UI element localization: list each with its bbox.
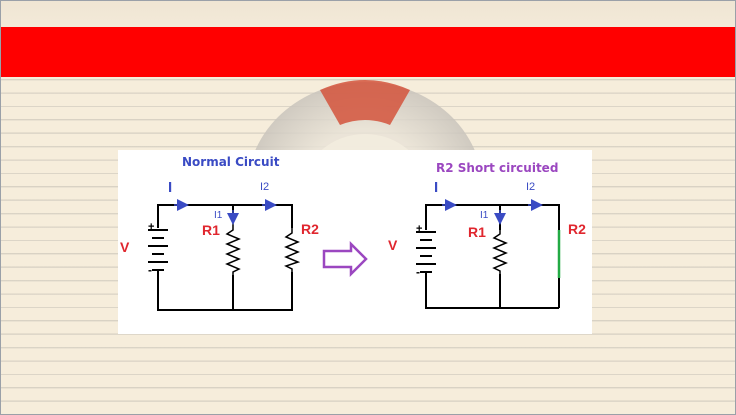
battery-minus: - — [416, 265, 420, 279]
short-circuit-title: R2 Short circuited — [436, 161, 558, 175]
r2-label: R2 — [568, 221, 586, 237]
battery — [416, 231, 436, 280]
current-i-label: I — [434, 179, 438, 196]
battery-plus: + — [148, 221, 154, 233]
circuit-diagram: Normal Circuit + - V — [120, 155, 586, 311]
current-i-label: I — [168, 179, 172, 196]
r1-label: R1 — [468, 224, 486, 240]
top-wire — [425, 204, 560, 308]
r1-resistor — [492, 230, 508, 274]
bottom-wire — [425, 280, 559, 309]
battery-minus: - — [148, 263, 152, 277]
current-i2-label: I2 — [526, 181, 535, 193]
battery-plus: + — [416, 223, 422, 235]
r1-resistor — [225, 223, 241, 275]
current-i1-label: I1 — [480, 210, 489, 221]
current-i2-label: I2 — [260, 181, 269, 193]
battery — [148, 229, 168, 278]
short-circuit: R2 Short circuited + - V — [388, 161, 586, 309]
bottom-wire — [157, 272, 293, 311]
top-wire — [157, 204, 293, 228]
r2-resistor — [284, 228, 301, 272]
voltage-label: V — [388, 237, 398, 253]
circuit-panel: Normal Circuit + - V — [118, 150, 592, 334]
red-banner — [0, 27, 736, 77]
right-arrow-icon — [322, 240, 368, 278]
normal-circuit: Normal Circuit + - V — [120, 155, 319, 311]
current-i1-label: I1 — [214, 210, 223, 221]
r1-label: R1 — [202, 222, 220, 238]
normal-circuit-title: Normal Circuit — [182, 155, 280, 169]
top-strip — [0, 0, 736, 27]
voltage-label: V — [120, 239, 130, 255]
r2-label: R2 — [301, 221, 319, 237]
